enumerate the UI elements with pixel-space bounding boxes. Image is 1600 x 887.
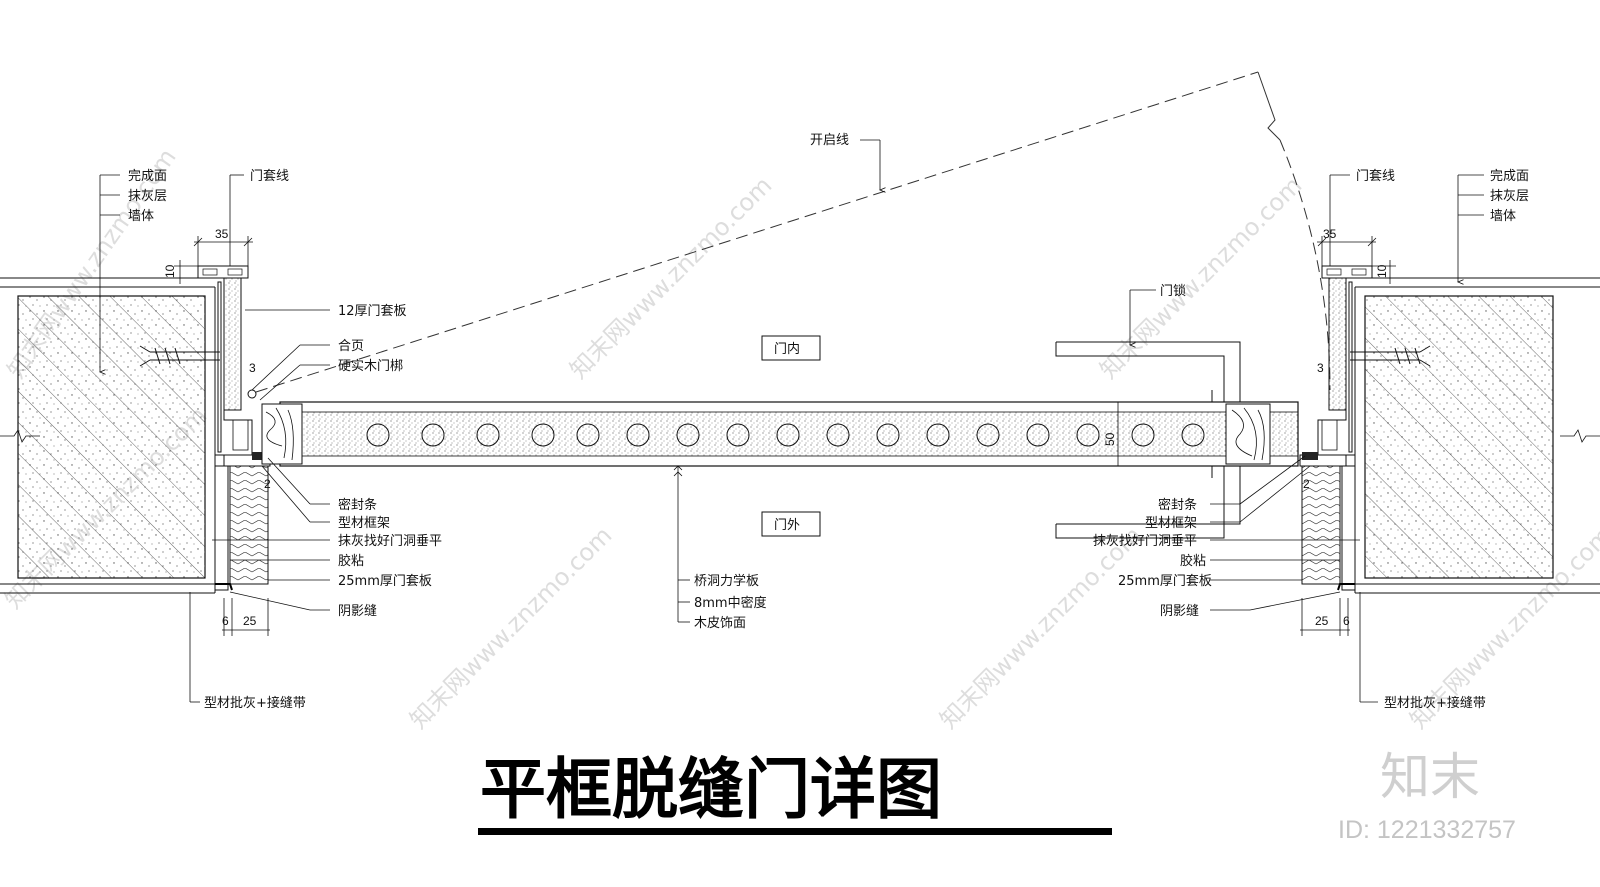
label-shadow-gap-left: 阴影缝 (338, 604, 377, 619)
label-putty-left: 型材批灰+接缝带 (204, 695, 306, 711)
right-dimensions: 35 10 3 2 25 6 (1300, 227, 1396, 636)
label-inside: 门内 (774, 341, 800, 357)
label-hinge: 合页 (338, 339, 364, 354)
dim-3-right: 3 (1317, 361, 1324, 375)
label-lock: 门锁 (1160, 283, 1186, 299)
brand-watermark: 知末 ID: 1221332757 (1338, 748, 1516, 844)
watermark-diagonal: 知末网www.znzmo.com (564, 171, 777, 384)
dim-3-left: 3 (249, 361, 256, 375)
door-thickness-dimension: 50 (1103, 402, 1119, 466)
label-frame-left: 型材框架 (338, 516, 390, 531)
label-seal-left: 密封条 (338, 497, 377, 513)
left-door-frame (197, 265, 271, 591)
dim-2-left: 2 (264, 477, 271, 491)
label-wall-right: 墙体 (1490, 209, 1516, 224)
label-plaster-right: 抹灰层 (1490, 189, 1529, 204)
label-casing-board-12: 12厚门套板 (338, 303, 407, 319)
label-glue-left: 胶粘 (338, 553, 364, 569)
right-wall (1350, 277, 1600, 594)
label-board-core: 桥洞力学板 (694, 573, 759, 589)
watermark-brand: 知末 (1380, 748, 1480, 806)
dim-50: 50 (1103, 432, 1117, 446)
label-mdf: 8mm中密度 (694, 595, 767, 611)
dim-10-right: 10 (1375, 264, 1389, 278)
label-shadow-gap-right: 阴影缝 (1160, 604, 1199, 619)
label-plaster-level-left: 抹灰找好门洞垂平 (338, 534, 442, 549)
watermark-id: ID: 1221332757 (1338, 816, 1516, 844)
left-dimensions: 35 10 3 2 6 25 (163, 227, 271, 636)
door-lock (1055, 341, 1241, 539)
label-wall-finish-left: 完成面 (128, 169, 167, 184)
label-seal-right: 密封条 (1158, 497, 1197, 513)
left-wall (0, 277, 220, 594)
label-wall-left: 墙体 (128, 209, 154, 224)
drawing-title: 平框脱缝门详图 (478, 751, 1112, 835)
watermark-diagonal: 知末网www.znzmo.com (1094, 171, 1307, 384)
label-casing-board-25-right: 25mm厚门套板 (1118, 573, 1212, 589)
left-leaders (100, 174, 330, 703)
label-veneer: 木皮饰面 (694, 616, 746, 631)
door-core-holes (366, 423, 1205, 447)
dim-35-left: 35 (215, 227, 229, 241)
label-wall-finish-right: 完成面 (1490, 169, 1529, 184)
center-leaders (673, 139, 880, 623)
dim-10-left: 10 (163, 264, 177, 278)
dim-25-right: 25 (1315, 614, 1329, 628)
label-frame-right: 型材框架 (1145, 516, 1197, 531)
label-plaster-level-right: 抹灰找好门洞垂平 (1093, 534, 1197, 549)
label-glue-right: 胶粘 (1180, 553, 1206, 569)
title-text: 平框脱缝门详图 (480, 751, 942, 828)
dim-2-right: 2 (1303, 477, 1310, 491)
dim-6-left: 6 (222, 614, 229, 628)
label-swing-line: 开启线 (810, 133, 849, 148)
label-plaster-left: 抹灰层 (128, 189, 167, 204)
label-casing-line-left: 门套线 (250, 168, 289, 184)
label-outside: 门外 (774, 518, 800, 533)
center-labels: 开启线 门内 门外 桥洞力学板 8mm中密度 木皮饰面 (694, 133, 849, 631)
dim-25-left: 25 (243, 614, 257, 628)
door-leaf (261, 401, 1299, 467)
label-casing-line-right: 门套线 (1356, 168, 1395, 184)
watermark-diagonal: 知末网www.znzmo.com (934, 521, 1147, 734)
right-labels: 完成面 抹灰层 墙体 门套线 门锁 密封条 型材框架 抹灰找好门洞垂平 胶粘 2… (1093, 168, 1529, 711)
dim-6-right: 6 (1343, 614, 1350, 628)
right-leaders (1130, 174, 1484, 703)
label-door-edge: 硬实木门梆 (338, 359, 403, 374)
right-door-frame (1299, 265, 1373, 591)
left-labels: 完成面 抹灰层 墙体 门套线 12厚门套板 合页 硬实木门梆 密封条 型材框架 … (128, 168, 442, 711)
label-casing-board-25-left: 25mm厚门套板 (338, 573, 432, 589)
label-putty-right: 型材批灰+接缝带 (1384, 695, 1486, 711)
watermark-diagonal: 知末网www.znzmo.com (404, 521, 617, 734)
